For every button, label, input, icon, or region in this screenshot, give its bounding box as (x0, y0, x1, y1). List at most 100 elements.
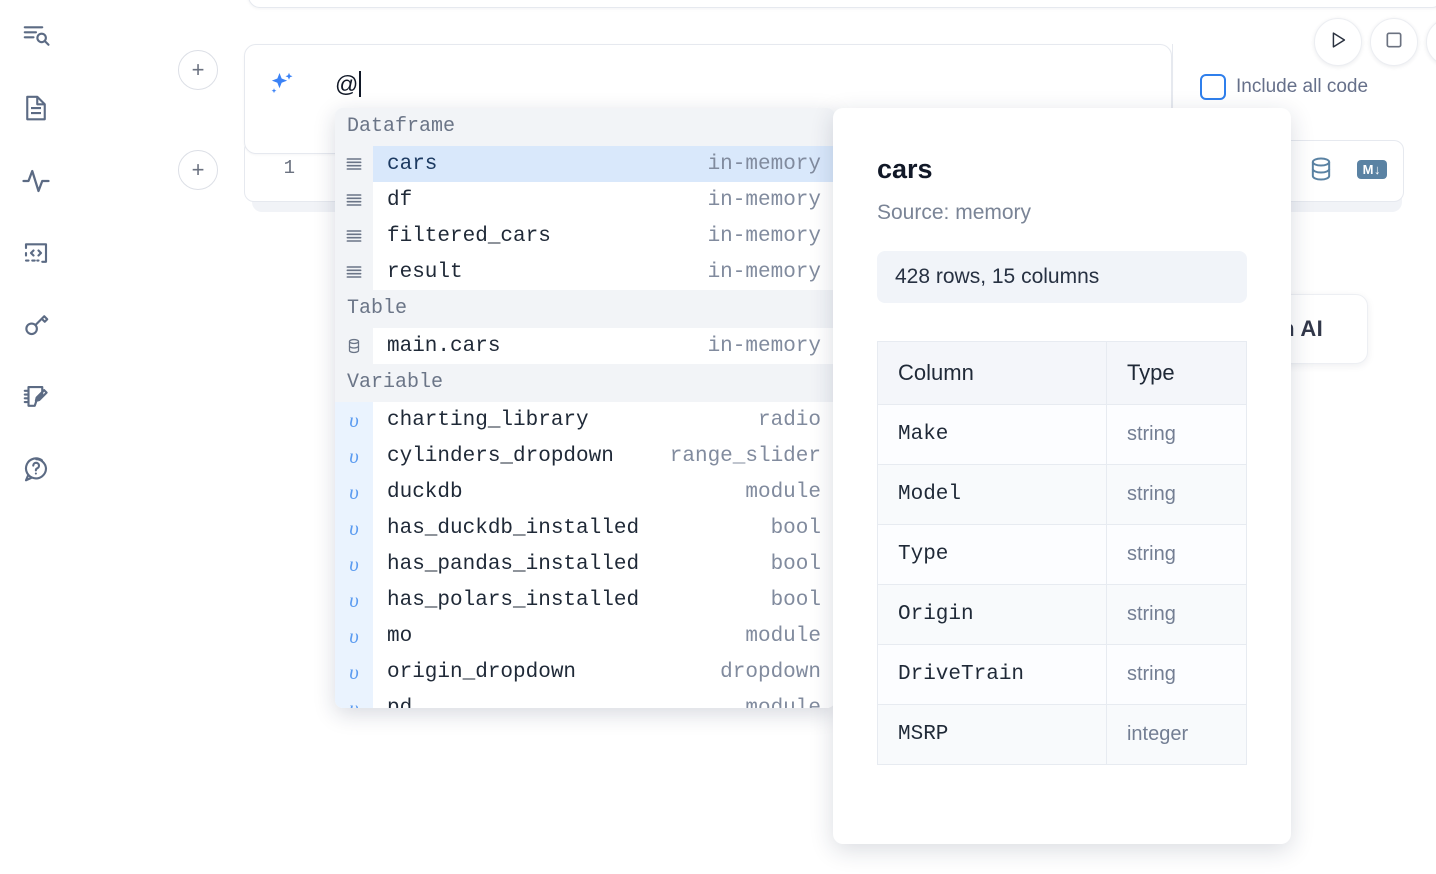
schema-column-name: DriveTrain (877, 644, 1107, 705)
autocomplete-item-type: bool (770, 552, 821, 576)
autocomplete-item[interactable]: df in-memory (335, 182, 835, 218)
autocomplete-item-type: module (745, 480, 821, 504)
autocomplete-item-name: df (387, 188, 413, 212)
stop-button[interactable] (1370, 18, 1418, 66)
notebook-card-top (248, 0, 1436, 8)
autocomplete-item[interactable]: υ cylinders_dropdown range_slider (335, 438, 835, 474)
schema-column-name: MSRP (877, 704, 1107, 765)
sparkles-icon (267, 69, 297, 99)
autocomplete-item-name: has_duckdb_installed (387, 516, 640, 540)
table-header-row: Column Type (877, 341, 1248, 405)
schema-column-type: string (1105, 524, 1248, 585)
sidebar-item-snippets[interactable] (14, 231, 58, 275)
toolbar-divider (1172, 44, 1173, 154)
activity-icon (21, 166, 51, 196)
autocomplete-item-name: mo (387, 624, 413, 648)
dataframe-icon (335, 254, 373, 290)
notebook-pencil-icon (21, 382, 51, 412)
add-cell-button-top[interactable]: + (178, 50, 218, 90)
schema-column-type: string (1105, 644, 1248, 705)
more-actions-button[interactable] (1426, 18, 1436, 66)
autocomplete-item-type: in-memory (707, 260, 821, 284)
autocomplete-group-header: Table (335, 290, 835, 328)
sidebar-item-files[interactable] (14, 86, 58, 130)
sidebar-item-scratchpad[interactable] (14, 375, 58, 419)
autocomplete-item-type: module (745, 696, 821, 709)
schema-column-name: Type (877, 524, 1107, 585)
database-icon[interactable] (1307, 155, 1335, 183)
autocomplete-item-type: bool (770, 588, 821, 612)
add-cell-button-bottom[interactable]: + (178, 150, 218, 190)
explore-icon (21, 21, 51, 51)
autocomplete-item-type: module (745, 624, 821, 648)
sidebar-item-explore[interactable] (14, 14, 58, 58)
variable-icon: υ (335, 510, 373, 546)
autocomplete-item-name: filtered_cars (387, 224, 551, 248)
dataframe-icon (335, 182, 373, 218)
include-all-code-checkbox[interactable] (1200, 74, 1226, 100)
code-brackets-icon (21, 238, 51, 268)
variable-icon: υ (335, 474, 373, 510)
column-header-column: Column (877, 341, 1107, 405)
autocomplete-item-name: cars (387, 152, 438, 176)
autocomplete-item-type: dropdown (720, 660, 821, 684)
column-header-type: Type (1105, 341, 1248, 405)
schema-column-type: string (1105, 464, 1248, 525)
schema-column-type: integer (1105, 704, 1248, 765)
dataframe-detail-popup: cars Source: memory 428 rows, 15 columns… (833, 108, 1291, 844)
autocomplete-group-header: Dataframe (335, 108, 835, 146)
autocomplete-item-type: in-memory (707, 152, 821, 176)
detail-title: cars (877, 154, 933, 184)
variable-icon: υ (335, 582, 373, 618)
sidebar-item-variables[interactable] (14, 159, 58, 203)
include-all-code-label: Include all code (1236, 76, 1369, 97)
autocomplete-item[interactable]: cars in-memory (335, 146, 835, 182)
help-chat-icon (21, 454, 51, 484)
detail-shape-badge: 428 rows, 15 columns (877, 251, 1247, 303)
key-icon (21, 310, 51, 340)
variable-icon: υ (335, 402, 373, 438)
autocomplete-item-name: cylinders_dropdown (387, 444, 614, 468)
autocomplete-item-type: in-memory (707, 224, 821, 248)
sidebar-item-secrets[interactable] (14, 303, 58, 347)
schema-column-name: Model (877, 464, 1107, 525)
text-cursor (359, 71, 362, 97)
run-button[interactable] (1314, 18, 1362, 66)
markdown-icon[interactable]: M↓ (1356, 159, 1387, 179)
schema-column-name: Origin (877, 584, 1107, 645)
ai-prompt-input[interactable]: @ (335, 71, 362, 98)
autocomplete-item-type: range_slider (669, 444, 821, 468)
detail-source: Source: memory (877, 201, 1032, 224)
autocomplete-item-type: in-memory (707, 188, 821, 212)
autocomplete-item-name: main.cars (387, 334, 501, 358)
include-all-code-row[interactable]: Include all code (1200, 74, 1368, 100)
ai-prompt-value: @ (335, 71, 359, 97)
table-db-icon (335, 328, 373, 364)
autocomplete-item-name: result (387, 260, 463, 284)
sidebar-item-help[interactable] (14, 447, 58, 491)
autocomplete-item-name: has_pandas_installed (387, 552, 640, 576)
autocomplete-item-name: charting_library (387, 408, 589, 432)
autocomplete-item-type: bool (770, 516, 821, 540)
variable-icon: υ (335, 690, 373, 708)
variable-icon: υ (335, 438, 373, 474)
autocomplete-item[interactable]: filtered_cars in-memory (335, 218, 835, 254)
autocomplete-item[interactable]: υ has_duckdb_installed bool (335, 510, 835, 546)
variable-icon: υ (335, 654, 373, 690)
autocomplete-item[interactable]: result in-memory (335, 254, 835, 290)
variable-icon: υ (335, 618, 373, 654)
